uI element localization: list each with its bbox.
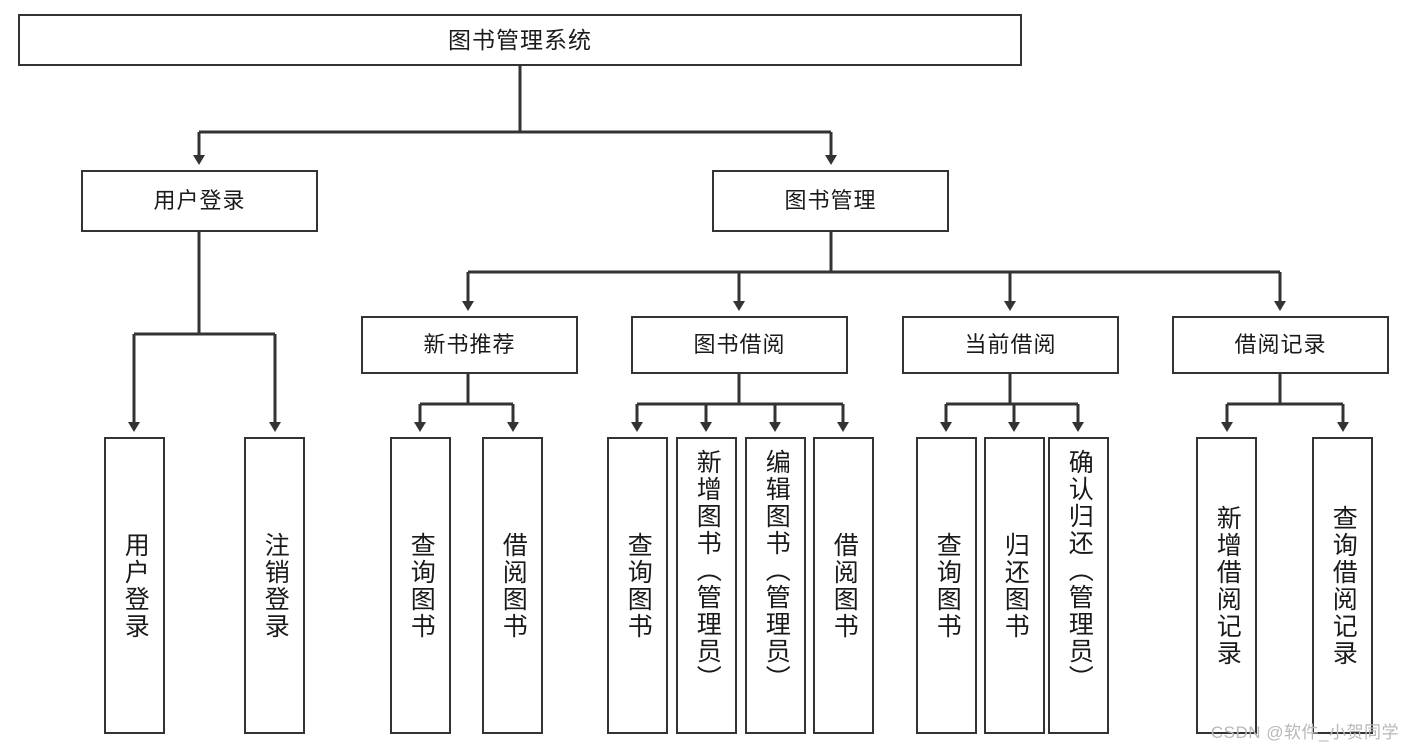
node-borrow-record[interactable]: 借阅记录 [1172, 316, 1389, 374]
node-leaf-borrow-book-1-label: 借阅图书 [499, 531, 528, 640]
node-leaf-query-book-3[interactable]: 查询图书 [916, 437, 977, 734]
node-leaf-edit-book[interactable]: 编辑图书（管理员） [745, 437, 806, 734]
node-book-borrow-label: 图书借阅 [693, 332, 786, 358]
node-leaf-confirm-return-label: 确认归还（管理员） [1065, 449, 1094, 692]
node-leaf-return-book-label: 归还图书 [1001, 531, 1030, 640]
node-current-borrow-label: 当前借阅 [964, 332, 1057, 358]
node-user-login[interactable]: 用户登录 [81, 170, 318, 232]
node-leaf-user-logout-label: 注销登录 [261, 531, 290, 640]
node-root-label: 图书管理系统 [448, 26, 592, 53]
node-leaf-query-book-2-label: 查询图书 [624, 531, 653, 640]
node-leaf-user-login-label: 用户登录 [121, 531, 150, 640]
node-leaf-borrow-book-1[interactable]: 借阅图书 [482, 437, 543, 734]
node-leaf-user-logout[interactable]: 注销登录 [244, 437, 305, 734]
node-leaf-add-book[interactable]: 新增图书（管理员） [676, 437, 737, 734]
node-leaf-query-book-1-label: 查询图书 [407, 531, 436, 640]
node-book-manage-label: 图书管理 [784, 188, 877, 214]
node-leaf-edit-book-label: 编辑图书（管理员） [762, 449, 791, 692]
node-user-login-label: 用户登录 [153, 188, 246, 214]
node-new-book-recommend-label: 新书推荐 [423, 332, 516, 358]
node-leaf-borrow-book-2-label: 借阅图书 [830, 531, 859, 640]
node-leaf-query-record-label: 查询借阅记录 [1329, 504, 1358, 667]
node-leaf-query-book-2[interactable]: 查询图书 [607, 437, 668, 734]
node-leaf-add-record[interactable]: 新增借阅记录 [1196, 437, 1257, 734]
node-leaf-borrow-book-2[interactable]: 借阅图书 [813, 437, 874, 734]
csdn-watermark: CSDN @软件_小贺同学 [1210, 723, 1399, 742]
node-leaf-query-book-1[interactable]: 查询图书 [390, 437, 451, 734]
node-leaf-return-book[interactable]: 归还图书 [984, 437, 1045, 734]
node-borrow-record-label: 借阅记录 [1234, 332, 1327, 358]
node-leaf-confirm-return[interactable]: 确认归还（管理员） [1048, 437, 1109, 734]
node-current-borrow[interactable]: 当前借阅 [902, 316, 1119, 374]
node-book-manage[interactable]: 图书管理 [712, 170, 949, 232]
node-leaf-add-record-label: 新增借阅记录 [1213, 504, 1242, 667]
node-leaf-query-book-3-label: 查询图书 [933, 531, 962, 640]
node-book-borrow[interactable]: 图书借阅 [631, 316, 848, 374]
node-leaf-query-record[interactable]: 查询借阅记录 [1312, 437, 1373, 734]
node-root[interactable]: 图书管理系统 [18, 14, 1022, 66]
node-leaf-add-book-label: 新增图书（管理员） [693, 449, 722, 692]
node-leaf-user-login[interactable]: 用户登录 [104, 437, 165, 734]
node-new-book-recommend[interactable]: 新书推荐 [361, 316, 578, 374]
